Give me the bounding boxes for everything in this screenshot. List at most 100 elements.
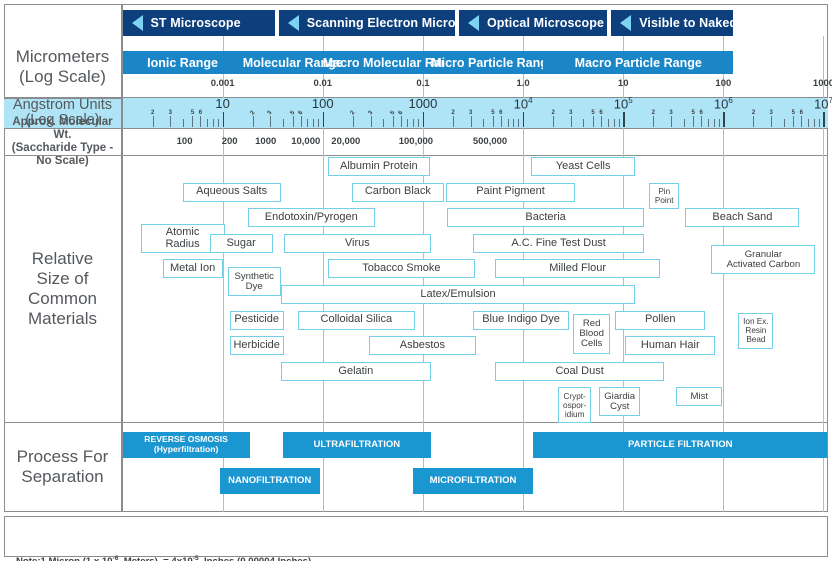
decade-gridline-process — [422, 422, 424, 512]
left-arrow-icon — [620, 15, 632, 31]
decade-gridline — [322, 36, 324, 422]
row-label-micrometers-line2: (Log Scale) — [19, 67, 106, 86]
angstrom-major-tick — [222, 112, 225, 127]
row-label-mw-line1: Approx. Molecular Wt. — [12, 115, 113, 141]
material-box[interactable]: Beach Sand — [685, 208, 800, 228]
material-box[interactable]: Milled Flour — [495, 259, 661, 279]
material-box[interactable]: Blue Indigo Dye — [472, 310, 570, 330]
material-box[interactable]: Tobacco Smoke — [327, 259, 475, 279]
scope-bar-2[interactable]: Optical Microscope — [458, 10, 608, 36]
material-box[interactable]: A.C. Fine Test Dust — [472, 233, 645, 253]
micrometer-tick-1: 0.01 — [313, 78, 333, 89]
material-box[interactable]: Herbicide — [229, 336, 284, 356]
process-bar[interactable]: NANOFILTRATION — [219, 468, 320, 494]
left-arrow-icon — [287, 15, 299, 31]
decade-gridline — [523, 36, 525, 422]
scope-label: ST Microscope — [150, 16, 241, 30]
hsep-angstrom-bottom — [4, 127, 828, 129]
hsep-mw-bottom — [4, 154, 828, 156]
angstrom-minor-label: 5 — [591, 110, 595, 116]
angstrom-minor-tick — [270, 116, 272, 127]
material-box[interactable]: Metal Ion — [162, 259, 223, 279]
angstrom-label-1: 100 — [311, 96, 334, 111]
angstrom-label-5: 106 — [713, 96, 733, 112]
angstrom-minor-tick — [718, 119, 720, 127]
material-box[interactable]: Paint Pigment — [445, 182, 576, 202]
material-box[interactable]: Pesticide — [229, 310, 284, 330]
process-label: PARTICLE FILTRATION — [628, 438, 733, 450]
process-bar[interactable]: MICROFILTRATION — [412, 468, 534, 494]
angstrom-minor-tick — [701, 116, 703, 127]
footnote: Note:1 Micron (1 x 10-6 Meters) = 4x10-5… — [16, 524, 328, 561]
angstrom-minor-tick — [300, 116, 302, 127]
scope-label: Optical Microscope — [486, 16, 605, 30]
material-box[interactable]: Mist — [676, 387, 723, 407]
material-box[interactable]: Human Hair — [625, 336, 716, 356]
range-band-1[interactable]: Molecular Range — [242, 51, 343, 74]
angstrom-minor-tick — [653, 116, 655, 127]
material-label: Sugar — [226, 236, 256, 249]
material-box[interactable]: Yeast Cells — [531, 157, 636, 176]
material-box[interactable]: Crypt-ospor-idium — [558, 387, 592, 423]
angstrom-minor-tick — [218, 119, 220, 127]
decade-gridline — [422, 36, 424, 422]
scope-bar-1[interactable]: Scanning Electron Microscope — [278, 10, 492, 36]
angstrom-minor-label: 5 — [691, 110, 695, 116]
process-bar[interactable]: ULTRAFILTRATION — [282, 432, 431, 458]
range-band-4[interactable]: Macro Particle Range — [543, 51, 734, 74]
micrometer-tick-4: 10 — [617, 78, 629, 89]
process-bar[interactable]: REVERSE OSMOSIS(Hyperfiltration) — [122, 432, 250, 458]
footnote-line1: Note:1 Micron (1 x 10-6 Meters) = 4x10-5… — [16, 555, 311, 561]
material-box[interactable]: Carbon Black — [351, 182, 444, 202]
material-box[interactable]: Gelatin — [280, 361, 431, 381]
material-box[interactable]: Latex/Emulsion — [280, 285, 636, 304]
row-label-molecular-weight: Approx. Molecular Wt. (Saccharide Type -… — [4, 116, 121, 167]
material-label: Tobacco Smoke — [362, 262, 441, 275]
material-box[interactable]: Asbestos — [368, 336, 476, 356]
row-label-process: Process For Separation — [4, 422, 121, 512]
material-box[interactable]: Pollen — [615, 310, 706, 330]
scope-bar-3[interactable]: Visible to Naked Eye — [611, 10, 763, 36]
material-box[interactable]: Coal Dust — [495, 361, 665, 381]
angstrom-minor-label: 2 — [751, 110, 756, 116]
range-band-0[interactable]: Ionic Range — [122, 51, 243, 74]
row-label-mw-line2: (Saccharide Type - No Scale) — [11, 141, 114, 167]
material-label: Virus — [344, 236, 370, 249]
angstrom-minor-tick — [570, 116, 572, 127]
range-band-3[interactable]: Micro Particle Range — [431, 51, 555, 74]
angstrom-minor-label: 2 — [551, 110, 555, 116]
angstrom-minor-tick — [583, 119, 585, 127]
material-box[interactable]: Bacteria — [446, 208, 645, 228]
micrometer-tick-6: 1000 — [812, 78, 832, 89]
angstrom-minor-tick — [713, 119, 715, 127]
process-bar[interactable]: PARTICLE FILTRATION — [533, 432, 828, 458]
row-label-materials-line4: Materials — [28, 308, 97, 328]
process-label: REVERSE OSMOSIS(Hyperfiltration) — [144, 434, 228, 454]
row-label-micrometers-line1: Micrometers — [15, 47, 110, 66]
range-band-2[interactable]: Macro Molecular Range — [323, 51, 463, 74]
angstrom-minor-tick — [313, 119, 315, 127]
micrometer-tick-5: 100 — [715, 78, 732, 89]
angstrom-minor-tick — [200, 116, 202, 127]
angstrom-minor-tick — [392, 116, 394, 127]
material-box[interactable]: Endotoxin/Pyrogen — [247, 208, 375, 228]
angstrom-label-0: 10 — [215, 96, 230, 111]
material-box[interactable]: Colloidal Silica — [297, 310, 415, 330]
angstrom-minor-tick — [352, 116, 354, 127]
scope-bar-0[interactable]: ST Microscope — [122, 10, 275, 36]
row-label-materials-line1: Relative — [31, 248, 94, 268]
material-box[interactable]: Sugar — [209, 233, 273, 253]
material-box[interactable]: Aqueous Salts — [182, 182, 281, 202]
material-box[interactable]: Albumin Protein — [327, 157, 430, 176]
range-label: Ionic Range — [147, 55, 218, 70]
angstrom-minor-tick — [693, 116, 695, 127]
material-box[interactable]: Virus — [283, 233, 431, 253]
note-frame — [4, 516, 828, 557]
